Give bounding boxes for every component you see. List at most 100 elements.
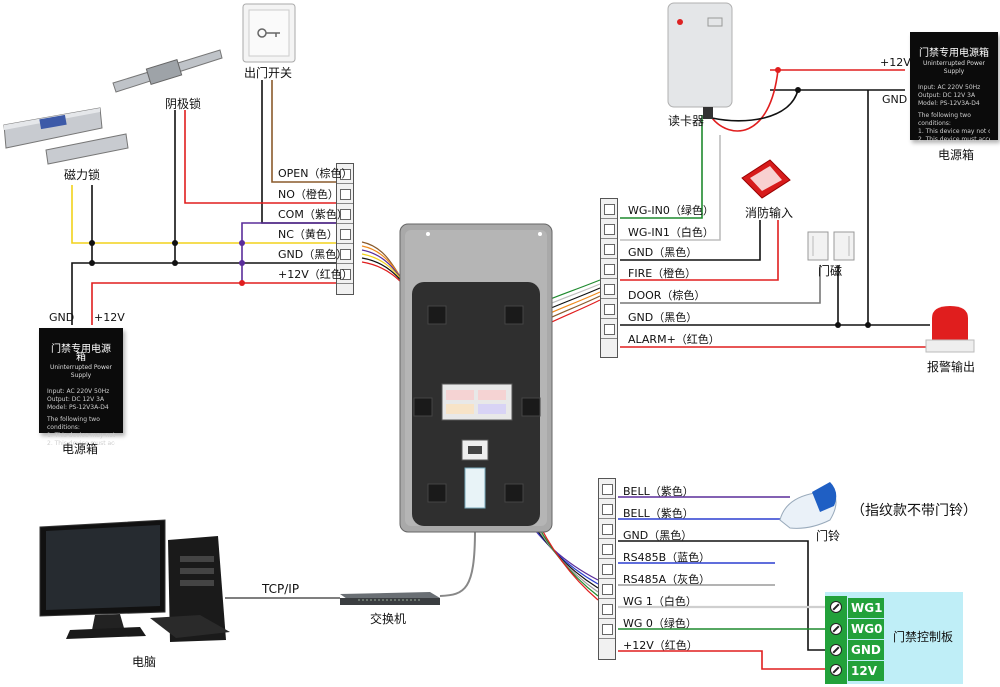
wire-exit-second (261, 80, 336, 224)
terminal-label-gnd: GND（黑色） (278, 248, 348, 261)
doorbell-note: （指纹款不带门铃） (851, 503, 977, 519)
screw-icon (830, 664, 842, 676)
screw-icon (830, 623, 842, 635)
terminal-label-bell2: BELL（紫色） (623, 507, 694, 520)
terminal-label-wgin1: WG-IN1（白色） (628, 226, 714, 239)
psu-right-title: 门禁专用电源箱 (919, 48, 989, 59)
terminal-label-wg0: WG 0（绿色） (623, 617, 697, 630)
terminal-label-door: DOOR（棕色） (628, 289, 706, 302)
door-controller-caption: 门禁控制板 (893, 630, 954, 644)
wire-door-gray (620, 265, 821, 304)
alarm-output-caption: 报警输出 (927, 360, 976, 374)
psu-left-caption: 电源箱 (62, 442, 99, 456)
psu-left-line: Input: AC 220V 50Hz (47, 388, 110, 395)
wire-nc-yellow (71, 185, 336, 244)
doorbell-icon (779, 482, 837, 529)
psu-right-12v-label: +12V (880, 56, 911, 69)
fire-input-caption: 消防输入 (745, 206, 794, 220)
switch-caption: 交换机 (370, 612, 407, 626)
computer-icon (39, 519, 230, 642)
terminal-label-open: OPEN（棕色） (278, 167, 353, 180)
terminal-label-rs485b: RS485B（蓝色） (623, 551, 711, 564)
psu-right-line: Model: PS-12V3A-D4 (918, 100, 980, 107)
wg-pin-wg0: WG0 (848, 619, 884, 639)
alarm-output-icon (925, 306, 975, 353)
doorbell-caption: 门铃 (816, 529, 841, 543)
wire-wgin1-white (620, 135, 721, 241)
psu-right-line: The following two conditions: (918, 112, 971, 127)
terminal-label-fire: FIRE（橙色） (628, 267, 697, 280)
terminal-label-12v: +12V（红色） (278, 268, 353, 281)
right-bottom-wiring (618, 496, 828, 670)
wg-terminal-block (825, 596, 847, 684)
screw-icon (830, 644, 842, 656)
terminal-label-wgin0: WG-IN0（绿色） (628, 204, 714, 217)
right-top-wiring (620, 67, 930, 348)
power-supply-left: 门禁专用电源箱 Uninterrupted Power Supply Input… (39, 328, 123, 447)
psu-left-line: Output: DC 12V 3A (47, 396, 105, 403)
screw-icon (830, 601, 842, 613)
terminal-label-rs485a: RS485A（灰色） (623, 573, 711, 586)
fire-input-icon (741, 159, 791, 199)
psu-left-line: 1. This device may not cause harmful int… (47, 432, 115, 439)
terminal-label-12v-bottom: +12V（红色） (623, 639, 698, 652)
wg-pin-gnd: GND (848, 640, 884, 660)
wire-12v-bottom (618, 650, 828, 670)
wire-gnd-bottom (618, 540, 828, 651)
terminal-label-gnd-top: GND（黑色） (628, 246, 698, 259)
strike-lock-caption: 阴极锁 (165, 97, 202, 111)
card-reader-caption: 读卡器 (668, 114, 705, 128)
wire-fire-black (620, 220, 761, 261)
terminal-label-gnd-bottom: GND（黑色） (623, 529, 693, 542)
psu-right-line: 1. This device may not cause harmful int… (918, 128, 990, 135)
strike-lock-icon (112, 49, 223, 93)
psu-right-line: 2. This device must accept any interfere… (918, 136, 990, 143)
terminal-label-alarm: ALARM+（红色） (628, 333, 720, 346)
door-sensor-caption: 门磁 (818, 264, 843, 278)
psu-left-line: 2. This device must accept any interfere… (47, 440, 115, 447)
psu-right-subtitle: Uninterrupted Power Supply (922, 60, 986, 75)
terminal-label-no: NO（橙色） (278, 188, 339, 201)
tcpip-caption: TCP/IP (262, 582, 300, 596)
terminal-label-wg1: WG 1（白色） (623, 595, 697, 608)
wire-reader-black (711, 89, 799, 122)
psu-right-line: Input: AC 220V 50Hz (918, 84, 981, 91)
wire-no-red (184, 110, 336, 204)
wg-pin-wg1: WG1 (848, 598, 884, 618)
exit-button-icon (242, 3, 296, 63)
ethernet-cable (439, 529, 476, 597)
switch-icon (340, 592, 440, 605)
psu-right-line: Output: DC 12V 3A (918, 92, 976, 99)
power-supply-right: 门禁专用电源箱 Uninterrupted Power Supply Input… (910, 32, 998, 143)
left-wiring (71, 80, 336, 325)
wire-gnd-black (71, 262, 336, 325)
terminal-label-gnd-mid: GND（黑色） (628, 311, 698, 324)
right-top-terminal-block (600, 198, 618, 358)
wg-pin-12v: 12V (848, 661, 884, 681)
mag-lock-icon (3, 107, 129, 165)
wire-reader-red (711, 69, 779, 132)
terminal-label-nc: NC（黄色） (278, 228, 338, 241)
wire-wgin0-green (620, 115, 703, 219)
computer-caption: 电脑 (132, 655, 157, 669)
psu-right-caption: 电源箱 (938, 148, 975, 162)
terminal-label-bell1: BELL（紫色） (623, 485, 694, 498)
psu-left-line: Model: PS-12V3A-D4 (47, 404, 109, 411)
exit-button-caption: 出门开关 (244, 66, 293, 80)
right-bottom-terminal-block (598, 478, 616, 660)
psu-left-line: The following two conditions: (47, 416, 100, 431)
access-controller (399, 223, 553, 533)
psu-left-subtitle: Uninterrupted Power Supply (49, 364, 113, 379)
door-sensor-icon (807, 231, 855, 261)
left-terminal-block (336, 163, 354, 295)
terminal-label-com: COM（紫色） (278, 208, 348, 221)
psu-left-12v-label: +12V (94, 311, 125, 324)
psu-right-gnd-label: GND (882, 93, 908, 106)
wire-12v-red (91, 282, 336, 325)
wire-open-brown (271, 80, 336, 183)
mag-lock-caption: 磁力锁 (64, 168, 101, 182)
psu-left-gnd-label: GND (49, 311, 75, 324)
card-reader-icon (667, 2, 733, 119)
